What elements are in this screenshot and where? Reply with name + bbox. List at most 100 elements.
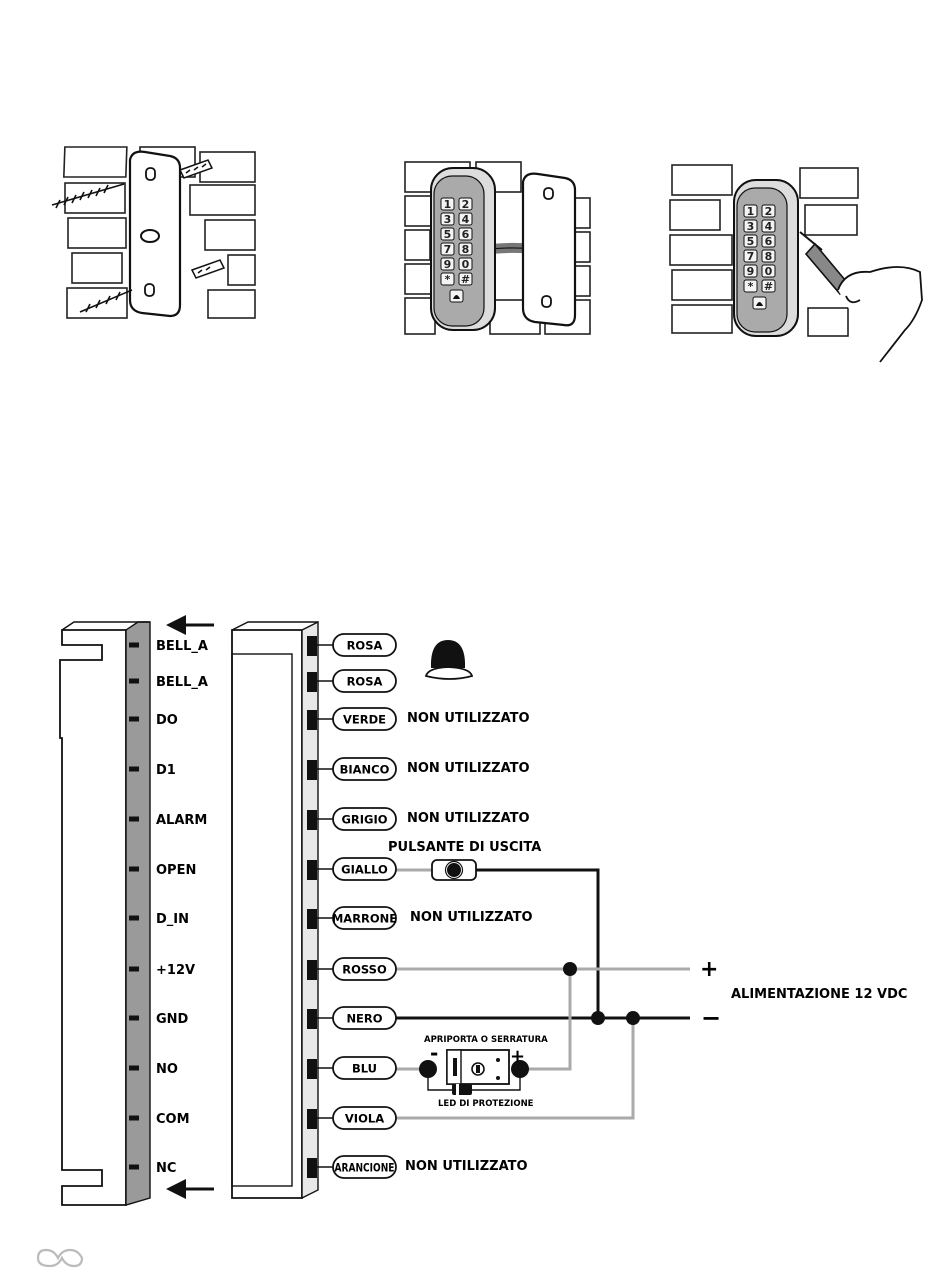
screw-icon (51, 183, 133, 313)
terminal-label: COM (156, 1112, 190, 1127)
brand-logo (36, 1248, 84, 1268)
wire-label-text: BLU (352, 1062, 377, 1076)
terminal-pin (129, 1065, 139, 1071)
keypad-key-label: 0 (765, 265, 773, 278)
keypad-key: 0 (458, 257, 473, 271)
keypad-key-label: 1 (747, 205, 755, 218)
terminal-pin (129, 1164, 139, 1170)
terminal-label: ALARM (156, 813, 207, 828)
keypad-key-label: 7 (444, 243, 452, 256)
wire-label: NERO (332, 1006, 397, 1030)
connector-pin (307, 860, 317, 880)
terminal-pin (129, 678, 139, 684)
keypad-key-label: * (445, 273, 451, 286)
keypad-key: 8 (458, 242, 473, 256)
wire-label: VIOLA (332, 1106, 397, 1130)
connector-block-right (231, 620, 319, 1200)
connector-pin (307, 672, 317, 692)
connector-pins (307, 636, 334, 1178)
wire-label: GIALLO (332, 857, 397, 881)
exit-button-icon (431, 859, 477, 881)
wire-label-text: ARANCIONE (335, 1161, 395, 1175)
wire-label: BIANCO (332, 757, 397, 781)
wall-plug-icon (178, 159, 226, 279)
connector-pin (307, 960, 317, 980)
terminal-labels: BELL_ABELL_ADOD1ALARMOPEND_IN+12VGNDNOCO… (156, 639, 208, 1176)
connector-pin (307, 760, 317, 780)
keypad-key-label: 5 (747, 235, 755, 248)
keypad-key: 8 (761, 249, 776, 263)
bell-key (752, 296, 767, 310)
arrow-left-icon (166, 1179, 214, 1199)
bell-key (449, 289, 464, 303)
keypad-key: 5 (440, 227, 455, 241)
keypad-key-label: 3 (444, 213, 452, 226)
circuit-wires (396, 868, 690, 1120)
wire-label: VERDE (332, 707, 397, 731)
power-plus: + (700, 957, 718, 982)
power-label: ALIMENTAZIONE 12 VDC (731, 987, 907, 1002)
connector-pin (307, 1109, 317, 1129)
keypad-key-label: 5 (444, 228, 452, 241)
note-verde: NON UTILIZZATO (407, 711, 530, 726)
keypad-key-label: 6 (765, 235, 773, 248)
terminal-pin (129, 866, 139, 872)
keypad-key: 6 (761, 234, 776, 248)
wire-label-text: BIANCO (340, 763, 390, 777)
wire-label-text: ROSA (347, 639, 383, 653)
keypad-key-label: 9 (747, 265, 755, 278)
keypad-key: # (761, 279, 776, 293)
keypad-key: 1 (440, 197, 455, 211)
keypad-key-label: 9 (444, 258, 452, 271)
terminal-label: +12V (156, 963, 195, 978)
wire-label-text: GRIGIO (341, 813, 387, 827)
keypad-key: 7 (743, 249, 758, 263)
keypad-key: 3 (743, 219, 758, 233)
keypad-key: * (440, 272, 455, 286)
terminal-pin (129, 915, 139, 921)
note-grigio: NON UTILIZZATO (407, 811, 530, 826)
note-marrone: NON UTILIZZATO (410, 910, 533, 925)
wire-label: ROSSO (332, 957, 397, 981)
terminal-label: D1 (156, 763, 176, 778)
keypad-key-label: # (764, 280, 773, 293)
wire-label: GRIGIO (332, 807, 397, 831)
hand-icon (837, 266, 923, 363)
terminal-pin (129, 716, 139, 722)
junction-dots (419, 962, 640, 1078)
wire-label-text: ROSSO (342, 963, 387, 977)
mounting-plate-2 (521, 172, 577, 327)
connector-pin (307, 1158, 317, 1178)
wire-label: ROSA (332, 669, 397, 693)
terminal-label: BELL_A (156, 675, 208, 690)
lock-minus-sign: - (430, 1041, 438, 1065)
keypad-key: 6 (458, 227, 473, 241)
keypad-key: 0 (761, 264, 776, 278)
led-label: LED DI PROTEZIONE (438, 1099, 534, 1109)
keypad-key: 2 (761, 204, 776, 218)
keypad-key-label: 4 (765, 220, 773, 233)
terminal-label: NC (156, 1161, 176, 1176)
connector-pin (307, 909, 317, 929)
wire-label-text: ROSA (347, 675, 383, 689)
keypad-key-label: 3 (747, 220, 755, 233)
terminal-pin (129, 1115, 139, 1121)
keypad-key: 4 (458, 212, 473, 226)
keypad-key: 2 (458, 197, 473, 211)
keypad-key-label: 2 (765, 205, 773, 218)
keypad-key: 1 (743, 204, 758, 218)
connector-pin (307, 1059, 317, 1079)
bell-icon (424, 640, 474, 680)
keypad-key-label: 1 (444, 198, 452, 211)
plate-hole-top (145, 167, 156, 181)
keypad-key: 5 (743, 234, 758, 248)
brick-wall-3 (669, 164, 859, 337)
wire-label-text: VIOLA (345, 1112, 384, 1126)
keypad-key-label: # (461, 273, 470, 286)
terminal-pin (129, 966, 139, 972)
note-arancione: NON UTILIZZATO (405, 1159, 528, 1174)
connector-pin (307, 810, 317, 830)
terminal-pin (129, 1015, 139, 1021)
